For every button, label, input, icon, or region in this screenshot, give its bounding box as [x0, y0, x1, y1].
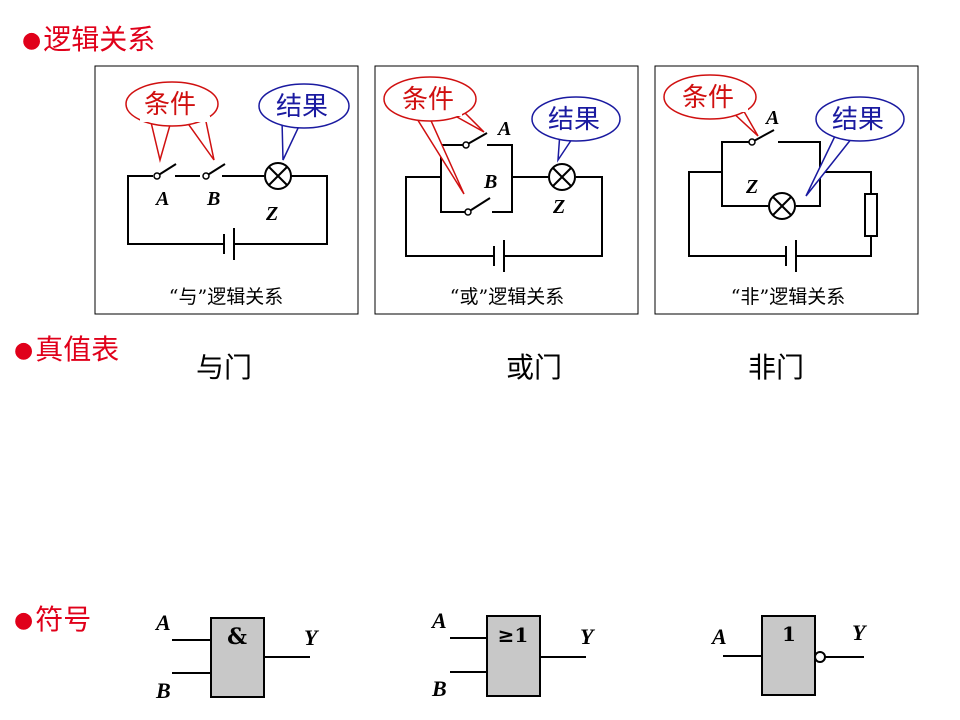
panel-frame — [374, 65, 639, 315]
panel-and: A B Z 条件 结果 “与”逻辑关系 — [94, 65, 359, 315]
bullet-icon: ● — [14, 338, 34, 363]
condition-text: 条件 — [402, 85, 454, 115]
lamp-icon — [548, 163, 576, 191]
gate-symbol-and: & A B Y — [154, 610, 320, 703]
input-b-label: B — [155, 678, 171, 703]
gate-symbol-not: 1 A Y — [710, 615, 868, 696]
gate-symbol-or: ≥1 A B Y — [430, 608, 596, 701]
condition-bubble: 条件 — [383, 76, 485, 195]
lamp-icon — [768, 192, 796, 220]
label-b: B — [483, 171, 497, 193]
label-z: Z — [745, 176, 758, 198]
heading-symbol-text: 符号 — [35, 603, 92, 636]
condition-bubble: 条件 — [125, 81, 219, 163]
label-a: A — [154, 188, 169, 210]
heading-logic: ●逻辑关系 — [22, 26, 155, 54]
bullet-icon: ● — [22, 28, 42, 53]
gate-body — [210, 617, 265, 698]
output-y-label: Y — [580, 624, 596, 649]
battery-icon — [223, 228, 235, 260]
output-y-label: Y — [304, 625, 320, 650]
panel-caption: “与”逻辑关系 — [169, 286, 283, 308]
output-y-label: Y — [852, 620, 868, 645]
input-b-label: B — [431, 676, 447, 701]
condition-text: 条件 — [682, 83, 734, 113]
condition-bubble: 条件 — [663, 74, 759, 137]
switch-b-contact — [464, 208, 472, 216]
battery-icon — [785, 240, 797, 272]
gate-symbol-text: 1 — [782, 622, 796, 646]
gate-symbol-text: ≥1 — [498, 623, 529, 647]
result-bubble: 结果 — [258, 83, 350, 161]
result-text: 结果 — [276, 92, 328, 122]
heading-logic-text: 逻辑关系 — [43, 23, 156, 56]
battery-icon — [493, 240, 505, 272]
switch-b-contact — [202, 172, 210, 180]
input-a-label: A — [430, 608, 447, 633]
result-text: 结果 — [832, 105, 884, 135]
condition-text: 条件 — [144, 90, 196, 120]
heading-symbol: ●符号 — [14, 606, 91, 634]
result-bubble: 结果 — [531, 96, 621, 163]
gate-body — [486, 615, 541, 697]
gate-name-and: 与门 — [196, 351, 253, 384]
gate-symbol-text: & — [227, 624, 247, 650]
label-b: B — [206, 188, 220, 210]
input-a-label: A — [710, 624, 727, 649]
label-z: Z — [265, 203, 278, 225]
gate-body — [761, 615, 816, 696]
inverter-bubble-icon — [814, 651, 826, 663]
switch-a-contact — [153, 172, 161, 180]
result-bubble: 结果 — [805, 96, 905, 197]
panel-frame — [94, 65, 359, 315]
switch-a-contact — [462, 141, 470, 149]
label-a: A — [496, 118, 511, 140]
result-text: 结果 — [548, 105, 600, 135]
panel-frame — [654, 65, 919, 315]
panel-or: A B Z 条件 结果 “或”逻辑关系 — [374, 65, 639, 315]
circuit-wires — [405, 132, 603, 257]
heading-truth-table: ●真值表 — [14, 336, 119, 364]
switch-a-contact — [748, 138, 756, 146]
panel-caption: “非”逻辑关系 — [731, 286, 845, 308]
label-z: Z — [552, 196, 565, 218]
lamp-icon — [264, 162, 292, 190]
gate-name-or: 或门 — [506, 351, 563, 384]
resistor-icon — [864, 193, 878, 237]
gate-name-not: 非门 — [748, 351, 805, 384]
bullet-icon: ● — [14, 608, 34, 633]
panel-caption: “或”逻辑关系 — [450, 286, 564, 308]
label-a: A — [764, 107, 779, 129]
input-a-label: A — [154, 610, 171, 635]
panel-not: A Z 条件 结果 “非”逻辑关系 — [654, 65, 919, 315]
heading-truth-table-text: 真值表 — [35, 333, 120, 366]
